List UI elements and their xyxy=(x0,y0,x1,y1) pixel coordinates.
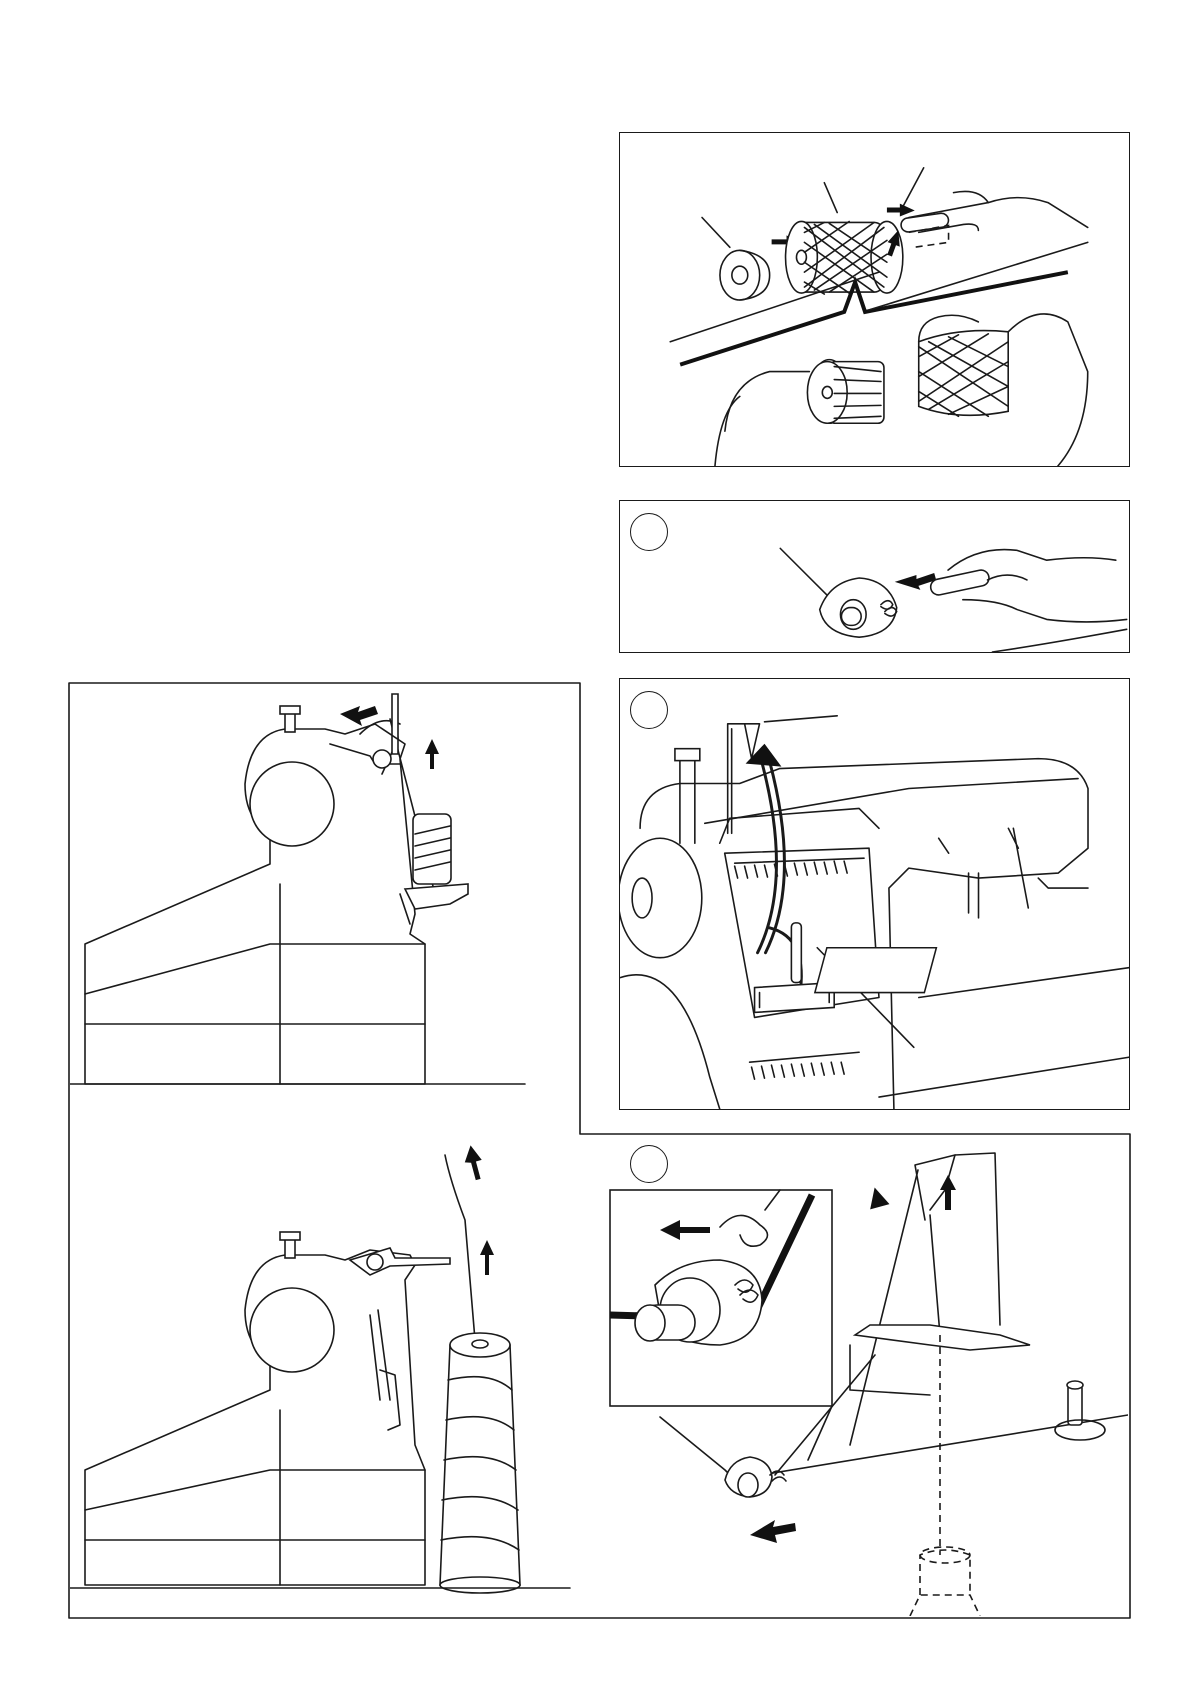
handwheel-icon xyxy=(250,762,334,846)
step-3-thread-guide-figure xyxy=(600,1135,1128,1616)
knob-icon xyxy=(285,712,295,732)
handwheel-icon xyxy=(250,1288,334,1372)
spool-cap-icon xyxy=(720,250,760,300)
step-1-spool-holder-figure xyxy=(619,500,1130,653)
callout-line-pin xyxy=(901,168,924,211)
step-2-spool-pin-figure xyxy=(619,678,1130,1110)
callout-line-holder xyxy=(780,548,829,597)
machine-side-cone-figure xyxy=(70,1140,578,1610)
small-spool-icon xyxy=(413,814,451,884)
callout-line-cap xyxy=(702,217,730,247)
callout-line-spool xyxy=(824,183,837,213)
spool-holder-icon xyxy=(405,884,468,909)
knob-icon xyxy=(285,1238,295,1258)
spool-pin-top-icon xyxy=(373,750,391,768)
spool-cap-net-figure xyxy=(619,132,1130,467)
callout-line-guide xyxy=(765,716,838,722)
machine-side-small-spool-figure xyxy=(70,684,578,1124)
